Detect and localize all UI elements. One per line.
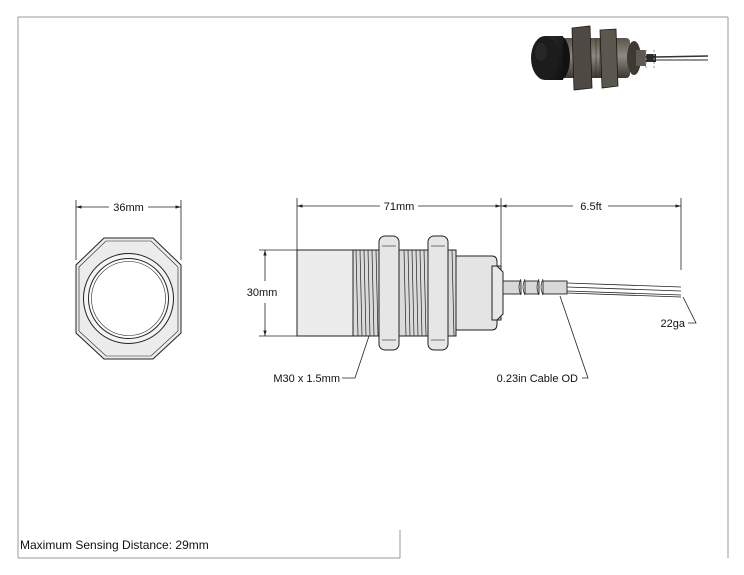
thread-line	[363, 249, 367, 337]
thread-line	[419, 249, 423, 337]
hex-end-view	[75, 200, 182, 360]
thread-line	[355, 249, 359, 337]
thread-line	[371, 249, 375, 337]
sensor-render-image	[531, 25, 709, 91]
cable-length-label: 6.5ft	[580, 201, 601, 213]
thread-line	[367, 249, 371, 337]
diameter-dimension	[259, 249, 297, 337]
thread-line	[359, 249, 363, 337]
wire-gauge-callout: 22ga	[661, 318, 686, 330]
thread-line	[411, 249, 415, 337]
thread-line	[375, 249, 379, 337]
cable	[502, 278, 682, 298]
thread-line	[451, 249, 455, 337]
cable-od-callout: 0.23in Cable OD	[497, 373, 578, 385]
thread-line	[407, 249, 411, 337]
thread-line	[403, 249, 407, 337]
hex-width-label: 36mm	[113, 202, 144, 214]
thread-callout: M30 x 1.5mm	[273, 373, 340, 385]
thread-line	[415, 249, 419, 337]
body-length-label: 71mm	[384, 201, 415, 213]
callout-leaders	[342, 295, 697, 379]
cable-length-dimension	[501, 198, 682, 270]
sensing-distance-note: Maximum Sensing Distance: 29mm	[20, 538, 209, 552]
drawing-frame	[17, 16, 729, 559]
length-dimension	[296, 198, 502, 268]
body-diameter-label: 30mm	[247, 287, 278, 299]
sensor-body	[296, 235, 504, 351]
thread-line	[423, 249, 427, 337]
